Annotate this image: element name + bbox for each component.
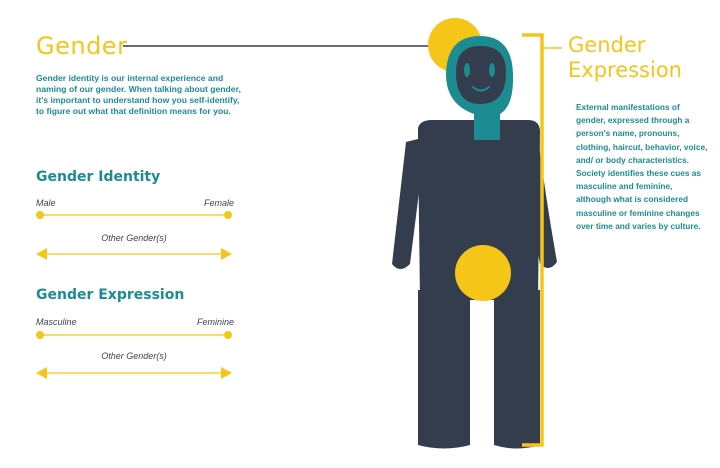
torso xyxy=(418,120,540,300)
expression-bracket xyxy=(522,33,544,447)
smile xyxy=(472,86,490,92)
expression-title-line1: Gender xyxy=(568,33,646,57)
expression-left-dot xyxy=(36,331,44,339)
expression-right-arrow xyxy=(221,367,232,379)
expression-other-label: Other Gender(s) xyxy=(101,351,167,361)
gender-description: Gender identity is our internal experien… xyxy=(36,73,241,116)
hip-circle xyxy=(455,245,511,301)
expression-right-label: Feminine xyxy=(196,317,234,327)
face xyxy=(456,46,506,104)
identity-right-label: Female xyxy=(203,198,234,208)
person-figure xyxy=(392,18,557,449)
expression-description: External manifestations of gender, expre… xyxy=(576,102,708,231)
left-eye xyxy=(464,63,470,77)
identity-left-dot xyxy=(36,211,44,219)
identity-other-label: Other Gender(s) xyxy=(101,233,167,243)
expression-title-line2: Expression xyxy=(568,58,682,82)
identity-left-arrow xyxy=(36,248,47,260)
left-leg xyxy=(418,290,470,449)
right-eye xyxy=(489,63,495,77)
left-arm xyxy=(392,134,438,269)
identity-left-label: Male xyxy=(36,198,56,208)
expression-right-dot xyxy=(224,331,232,339)
identity-right-arrow xyxy=(221,248,232,260)
expression-left-label: Masculine xyxy=(36,317,77,327)
gender-title: Gender xyxy=(36,32,128,60)
identity-right-dot xyxy=(224,211,232,219)
right-leg xyxy=(494,290,540,449)
expression-scale-title: Gender Expression xyxy=(36,287,185,303)
identity-title: Gender Identity xyxy=(36,169,161,185)
expression-title: Gender Expression xyxy=(568,33,682,83)
expression-left-arrow xyxy=(36,367,47,379)
